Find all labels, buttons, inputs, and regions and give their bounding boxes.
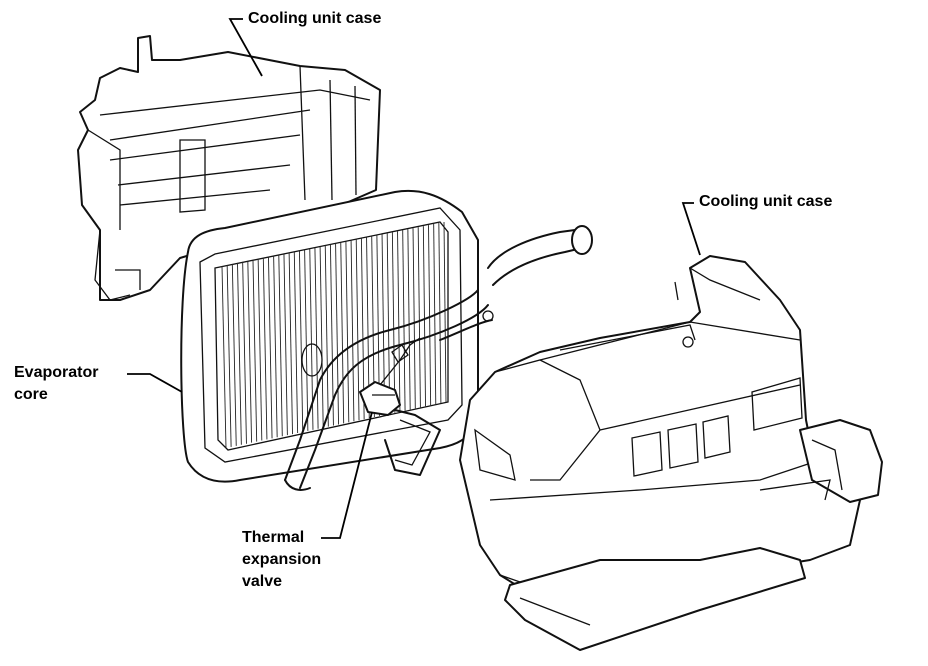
cooling-unit-case-right: [459, 255, 883, 651]
evaporator-core: [180, 189, 479, 483]
evaporator-fin: [355, 239, 360, 421]
evaporator-fin: [397, 231, 401, 412]
evaporator-fin: [345, 241, 350, 423]
evaporator-fin: [226, 264, 232, 447]
label-thermal-expansion-valve-line-1: Thermal: [242, 529, 305, 546]
evaporator-fin: [443, 221, 447, 403]
leader-cooling-unit-case-right: [681, 202, 701, 256]
evaporator-fin: [350, 240, 355, 422]
evaporator-fin: [231, 263, 237, 446]
leader-thermal-expansion-valve: [321, 411, 373, 539]
evaporator-fin: [298, 250, 304, 432]
label-evaporator-core-line-1: Evaporator: [14, 364, 99, 381]
evaporator-fin: [340, 242, 345, 424]
evaporator-fin: [386, 233, 391, 414]
leader-cooling-unit-case-upper: [228, 18, 263, 77]
evaporator-fin: [329, 244, 334, 426]
evaporator-fin: [268, 256, 273, 439]
evaporator-fin: [407, 229, 411, 410]
evaporator-fin: [412, 228, 416, 409]
evaporator-fin: [324, 245, 329, 427]
evaporator-fin: [402, 230, 406, 411]
evaporator-fin: [417, 227, 421, 408]
label-thermal-expansion-valve: Thermal expansion valve: [242, 527, 321, 593]
label-thermal-expansion-valve-line-3: valve: [242, 573, 283, 590]
evaporator-fin: [262, 257, 268, 440]
label-cooling-unit-case-upper: Cooling unit case: [248, 10, 382, 27]
evaporator-fin: [257, 258, 263, 441]
label-cooling-unit-case-right: Cooling unit case: [699, 193, 833, 210]
evaporator-fin: [391, 232, 396, 413]
evaporator-fin: [283, 253, 288, 436]
evaporator-fin: [247, 260, 253, 443]
evaporator-fin: [314, 247, 319, 429]
evaporator-fin: [304, 249, 309, 431]
evaporator-fin: [273, 255, 278, 438]
evaporator-fin: [237, 262, 242, 445]
evaporator-fin: [319, 246, 324, 428]
evaporator-fin: [221, 265, 227, 449]
label-evaporator-core-line-2: core: [14, 386, 48, 403]
evaporator-fin: [335, 243, 340, 425]
evaporator-fin: [242, 261, 247, 444]
label-thermal-expansion-valve-line-2: expansion: [242, 551, 322, 568]
thermal-expansion-valve: [359, 337, 441, 476]
evaporator-fin: [288, 252, 293, 435]
label-evaporator-core: Evaporator core: [14, 362, 98, 406]
evaporator-fin: [293, 251, 299, 434]
evaporator-fin: [428, 225, 432, 406]
leader-evaporator-core: [127, 373, 183, 393]
evaporator-fin: [252, 259, 258, 442]
evaporator-fin: [278, 254, 283, 437]
refrigerant-pipes: [284, 225, 593, 491]
evaporator-fin: [422, 226, 426, 407]
